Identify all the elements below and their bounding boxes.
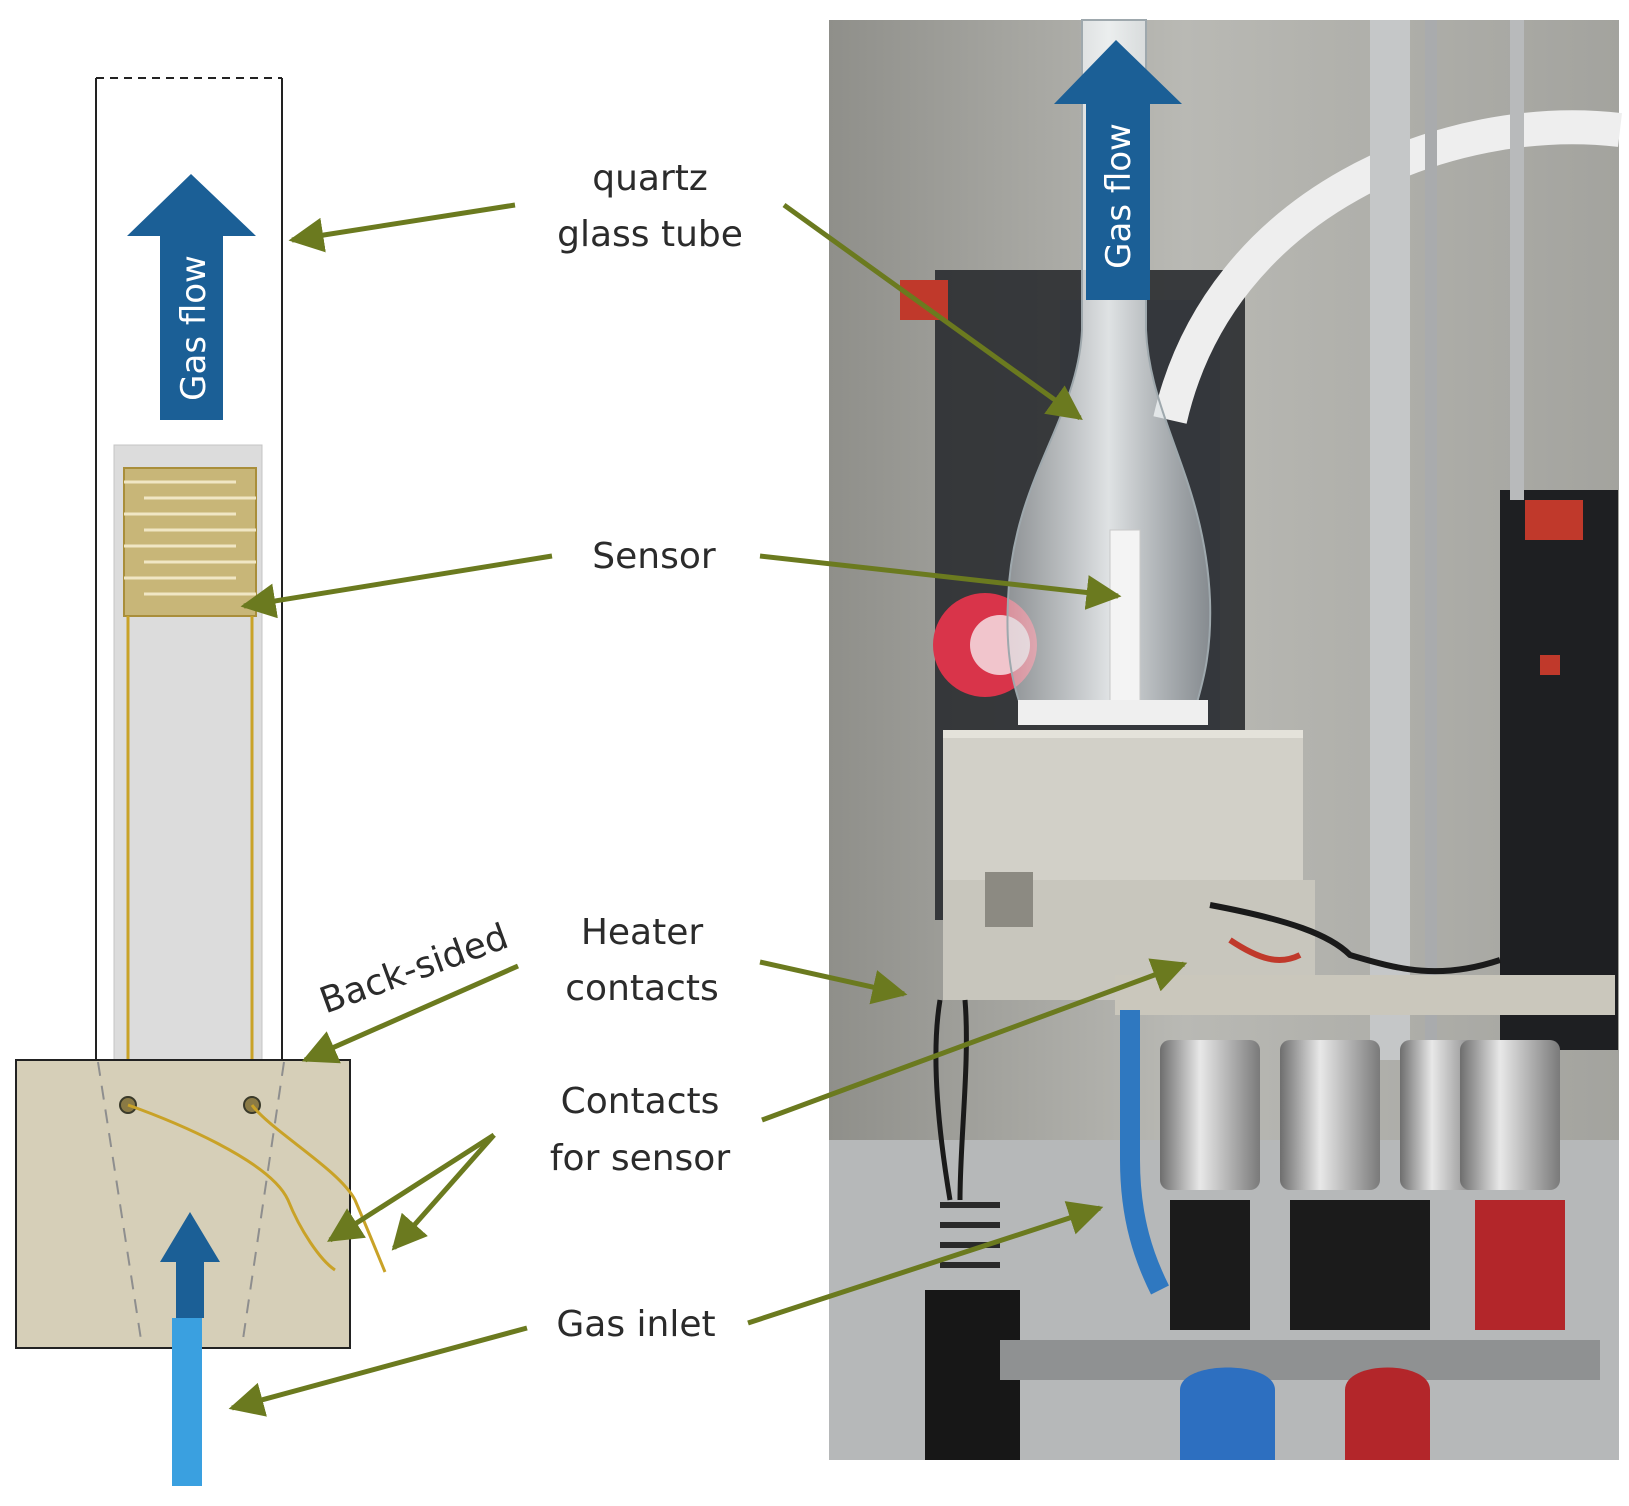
interdigitated-electrode xyxy=(123,467,257,617)
gas-flow-arrow-photo: Gas flow xyxy=(1054,40,1182,300)
gas-flow-label-photo: Gas flow xyxy=(1099,123,1139,269)
setup-photo: Gas flow xyxy=(829,19,1622,1460)
gas-flow-label-schematic: Gas flow xyxy=(174,255,214,401)
pointer-arrow-icon xyxy=(301,963,520,1064)
annotation-labels: quartz glass tube Sensor Back-sided Heat… xyxy=(314,158,742,1345)
pointer-arrow-icon xyxy=(228,1325,528,1417)
pointer-arrow-icon xyxy=(240,553,553,619)
label-sensor: Sensor xyxy=(592,536,716,577)
banana-sockets xyxy=(1170,1200,1565,1330)
schematic: Gas flow xyxy=(15,77,387,1486)
pointer-arrow-icon xyxy=(391,1133,496,1251)
annotation-arrows xyxy=(228,202,1188,1417)
label-quartz-line1: quartz xyxy=(592,158,708,199)
pointer-arrow-icon xyxy=(288,202,516,253)
pointer-arrow-icon xyxy=(747,1201,1104,1326)
inner-flow-arrow-icon xyxy=(160,1212,220,1318)
label-contacts-line2: for sensor xyxy=(550,1138,730,1179)
sensor-wires xyxy=(127,1103,387,1273)
label-gas-inlet: Gas inlet xyxy=(556,1304,715,1345)
label-quartz-line2: glass tube xyxy=(557,214,743,255)
gas-flow-arrow-schematic: Gas flow xyxy=(127,174,256,420)
pointer-arrow-icon xyxy=(759,959,908,1005)
label-back-sided: Back-sided xyxy=(314,916,513,1022)
pointer-arrow-icon xyxy=(759,553,1122,610)
bnc-connectors xyxy=(1160,1040,1560,1190)
connector-plate xyxy=(1115,975,1615,1015)
label-heater-line2: contacts xyxy=(565,968,718,1009)
label-contacts-line1: Contacts xyxy=(561,1081,720,1122)
label-heater-line1: Heater xyxy=(581,912,704,953)
pointer-arrow-icon xyxy=(782,202,1083,421)
quartz-tube-outline xyxy=(95,77,283,1062)
gas-inlet-tube xyxy=(172,1318,202,1486)
sensor-traces xyxy=(126,616,254,1105)
pointer-arrow-icon xyxy=(761,958,1188,1123)
sensor-holder xyxy=(943,730,1315,1000)
pointer-arrow-icon xyxy=(327,1132,496,1243)
